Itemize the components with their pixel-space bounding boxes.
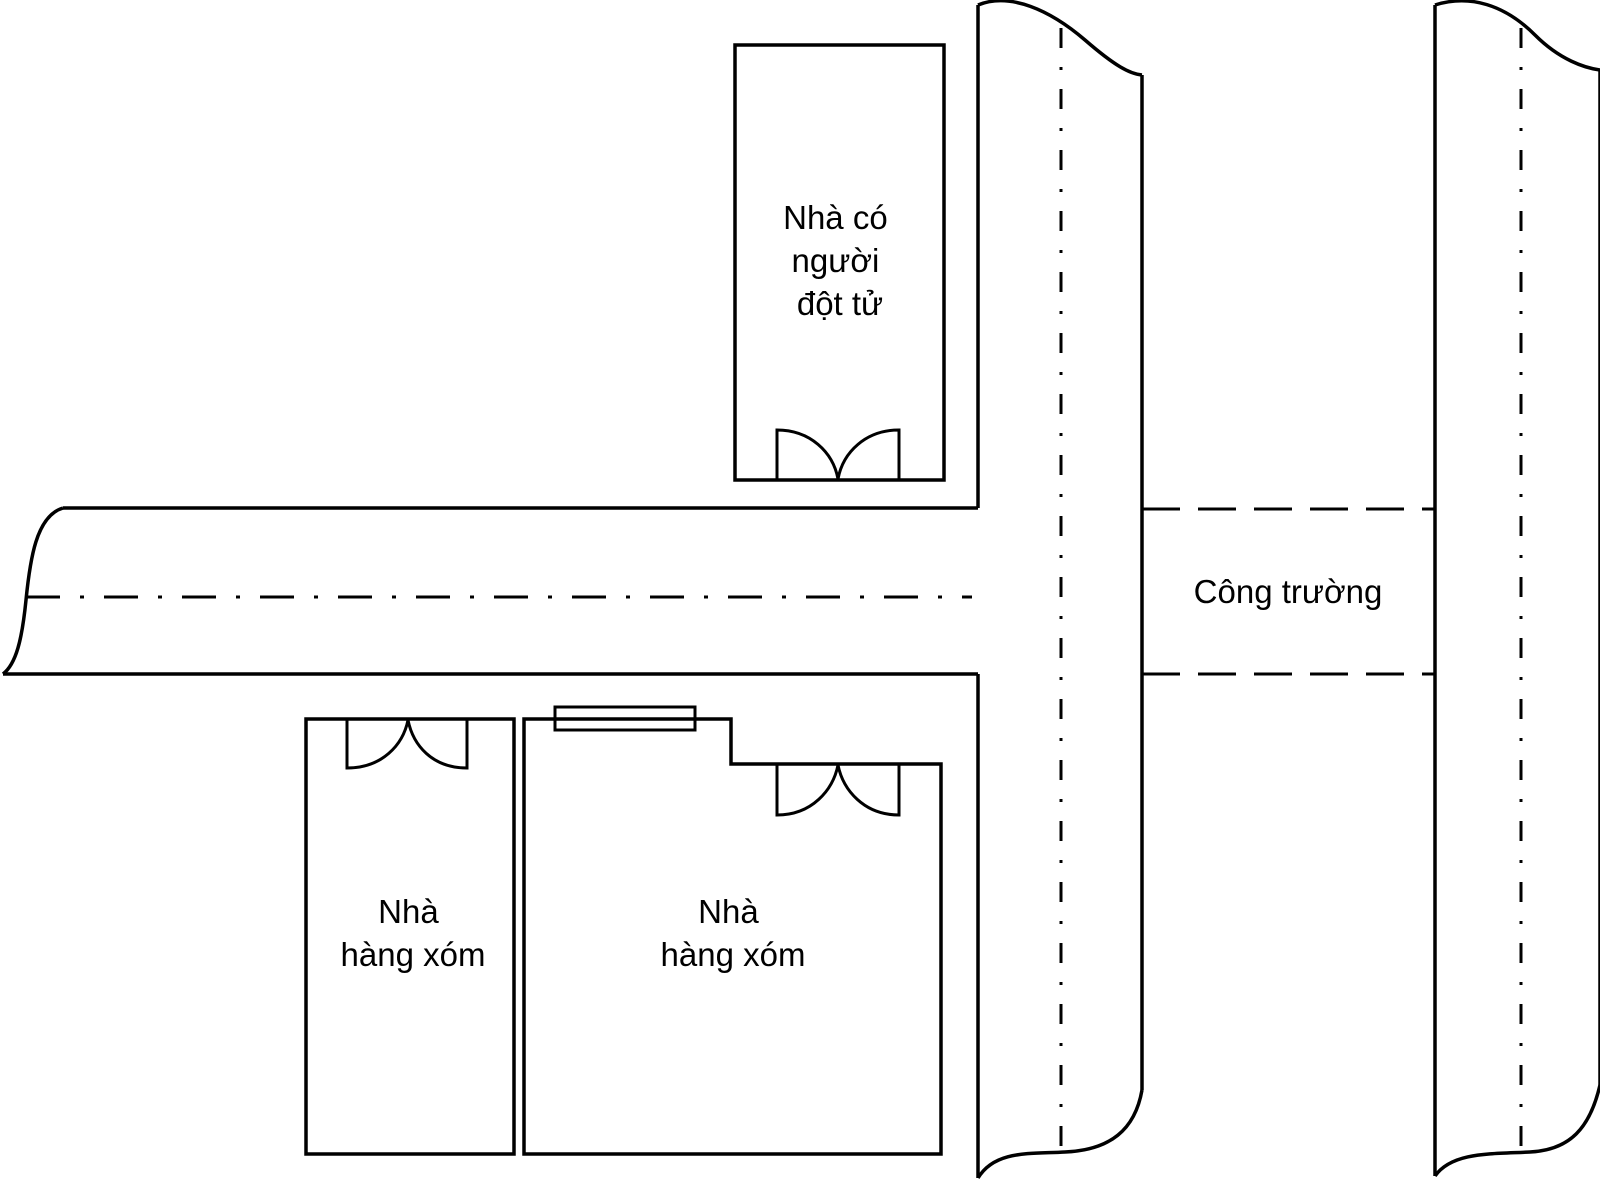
- horizontal-road-left-end: [1, 506, 64, 676]
- house-sudden-death: Nhà có người đột tử: [733, 43, 946, 482]
- door-icon: [345, 719, 469, 770]
- right-road-top-end: [1434, 0, 1600, 72]
- main-vertical-road: [976, 0, 1144, 1179]
- construction-site-label: Công trường: [1194, 573, 1383, 610]
- horizontal-road: [1, 506, 978, 676]
- neighbor-house-2-label: Nhà hàng xóm: [661, 893, 806, 973]
- door-icon: [775, 764, 901, 817]
- main-road-top-end: [977, 0, 1143, 77]
- house-sudden-death-label: Nhà có người đột tử: [783, 199, 897, 322]
- neighbor-house-1-label: Nhà hàng xóm: [341, 893, 486, 973]
- construction-site-area: Công trường: [1142, 507, 1435, 676]
- main-road-bottom-end: [976, 1089, 1144, 1179]
- right-vertical-road: [1433, 0, 1600, 1178]
- neighbor-house-1: Nhà hàng xóm: [304, 717, 516, 1156]
- neighbor-house-1-outline: [304, 717, 516, 1156]
- door-icon: [775, 428, 901, 480]
- neighbor-house-2: Nhà hàng xóm: [522, 705, 943, 1156]
- right-road-bottom-end: [1433, 1084, 1600, 1178]
- neighbor-house-2-outline: [522, 717, 943, 1156]
- house-sudden-death-outline: [733, 43, 946, 482]
